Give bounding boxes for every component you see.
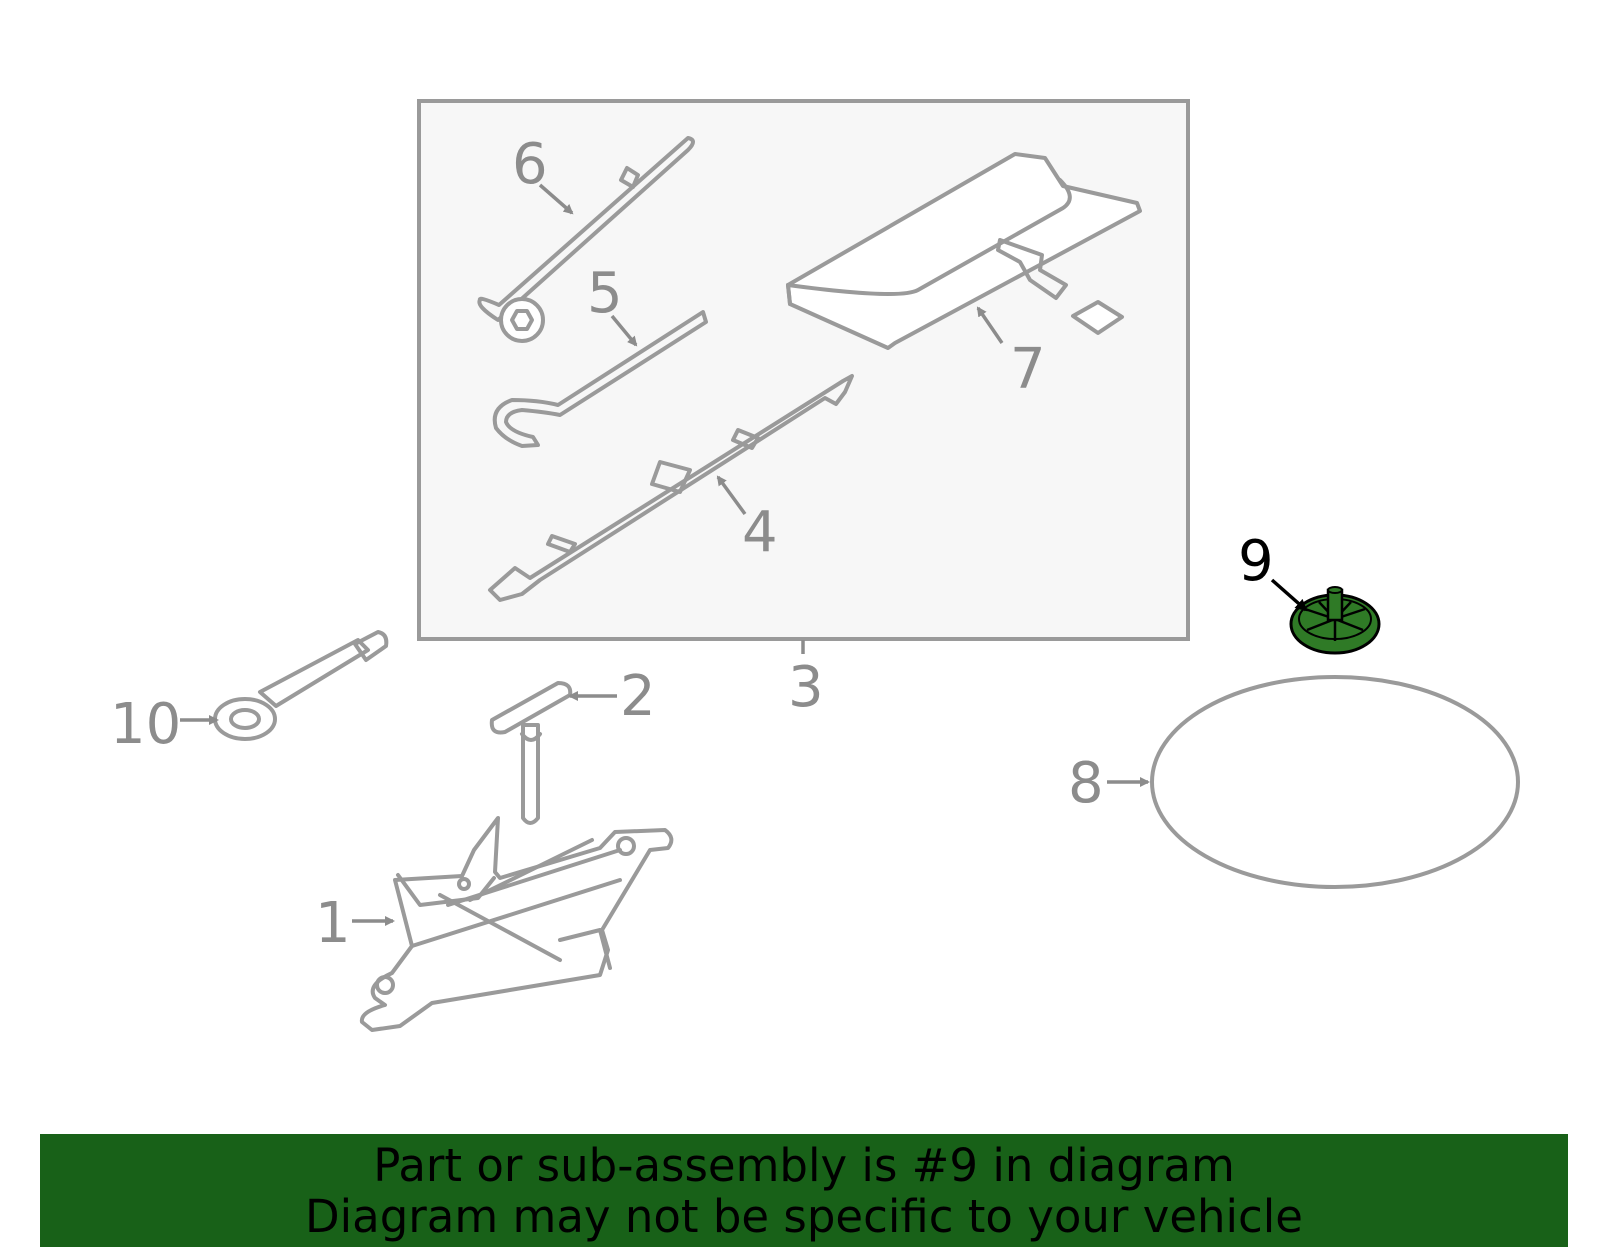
lug-wrench-part-6[interactable] — [477, 136, 695, 343]
callout-arrow-5 — [610, 314, 638, 347]
jack-handle-part-5[interactable] — [492, 310, 708, 448]
callout-arrow-7 — [976, 306, 1004, 344]
callout-arrow-4 — [716, 475, 747, 516]
banner-line-part-number: Part or sub-assembly is #9 in diagram — [373, 1138, 1235, 1192]
callout-6: 6 — [512, 132, 548, 197]
jack-handle-bar-part-2[interactable] — [489, 681, 573, 825]
info-banner: Part or sub-assembly is #9 in diagram Di… — [40, 1134, 1568, 1247]
tow-eye-part-10[interactable] — [213, 630, 389, 741]
spare-tire-hold-down-part-9[interactable] — [1289, 586, 1381, 655]
callout-4: 4 — [742, 500, 778, 565]
scissor-jack-part-1[interactable] — [359, 816, 674, 1032]
callout-5: 5 — [587, 261, 623, 326]
callout-9-selected: 9 — [1238, 529, 1274, 594]
callout-arrow-9 — [1270, 578, 1308, 612]
callout-8: 8 — [1068, 751, 1104, 816]
info-banner-bg — [40, 1134, 1568, 1247]
spare-tire-part-8[interactable] — [1150, 675, 1520, 889]
callout-arrow-6 — [538, 183, 574, 215]
tool-bag-part-7[interactable] — [786, 152, 1142, 350]
tie-down-strap-part-4[interactable] — [488, 374, 854, 602]
callout-10: 10 — [110, 692, 181, 757]
callout-1: 1 — [315, 891, 351, 956]
callout-2: 2 — [620, 664, 656, 729]
callout-7: 7 — [1010, 337, 1046, 402]
banner-line-disclaimer: Diagram may not be specific to your vehi… — [305, 1189, 1303, 1243]
callout-3: 3 — [788, 655, 824, 720]
